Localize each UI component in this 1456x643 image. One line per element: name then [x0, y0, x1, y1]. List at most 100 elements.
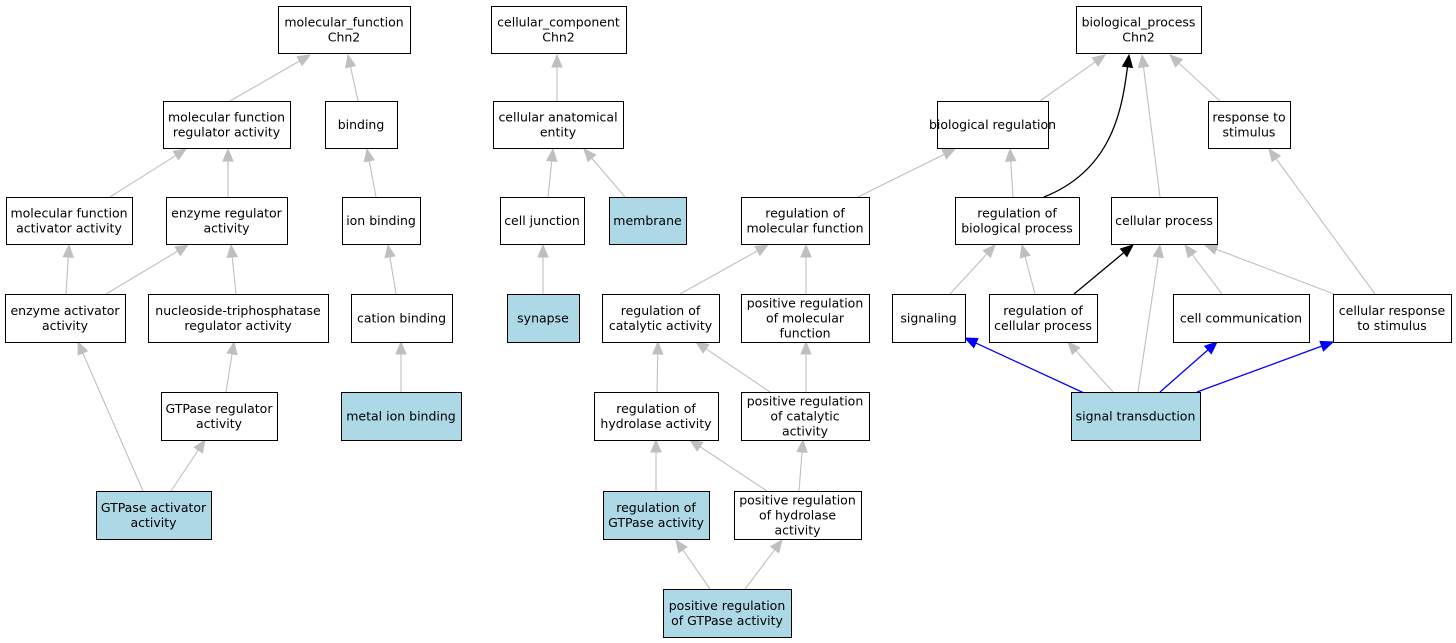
term-node-label: regulation of	[621, 303, 701, 318]
edge-arrowhead	[1203, 341, 1218, 355]
edge-line	[109, 154, 177, 198]
term-node-label: activity	[774, 523, 821, 538]
term-node-sig-trans[interactable]: signal transduction	[1071, 392, 1201, 441]
edge-line	[225, 353, 233, 393]
edge-arrowhead	[384, 243, 396, 259]
term-node-label: molecular function	[746, 221, 863, 236]
term-node-synapse[interactable]: synapse	[507, 294, 580, 343]
term-node-cation-binding[interactable]: cation binding	[351, 294, 453, 343]
term-node-label: activity	[130, 515, 177, 530]
edge-line	[65, 256, 69, 295]
edge-pos-reg-gtpase-to-reg-gtpase	[675, 538, 711, 590]
edge-line	[591, 157, 626, 198]
edge-line	[1275, 158, 1376, 295]
edge-arrowhead	[941, 148, 957, 160]
edge-arrowhead	[1067, 341, 1081, 356]
edge-arrowhead	[1169, 54, 1184, 68]
edge-bio-reg-to-bp-root	[1039, 54, 1107, 102]
term-node-box	[603, 491, 710, 540]
edge-arrowhead	[222, 147, 234, 162]
edge-arrowhead	[583, 148, 597, 163]
term-node-box	[955, 197, 1080, 245]
term-node-ion-binding[interactable]: ion binding	[342, 197, 421, 245]
edge-signaling-to-reg-bio-proc	[949, 244, 996, 295]
term-node-box	[892, 294, 966, 343]
term-node-metal-ion[interactable]: metal ion binding	[341, 392, 462, 441]
term-node-label: Chn2	[1122, 30, 1155, 45]
edge-line	[744, 549, 776, 590]
term-node-membrane[interactable]: membrane	[609, 197, 687, 245]
edge-enz-act-to-mf-act-act	[62, 243, 74, 295]
term-node-label: signaling	[900, 311, 956, 326]
term-node-label: GTPase regulator	[166, 401, 274, 416]
term-node-cell-comm[interactable]: cell communication	[1173, 294, 1310, 343]
term-node-signaling[interactable]: signaling	[892, 294, 966, 343]
term-node-cell-proc[interactable]: cellular process	[1111, 197, 1218, 245]
term-node-box	[507, 294, 580, 343]
edge-arrowhead	[1319, 340, 1335, 352]
term-node-label: regulator activity	[184, 318, 292, 333]
term-node-label: enzyme activator	[10, 303, 120, 318]
term-node-bio-reg[interactable]: biological regulation	[929, 101, 1056, 149]
term-node-box	[161, 392, 278, 441]
term-node-cell-junction[interactable]: cell junction	[500, 197, 585, 245]
term-node-label: positive regulation	[739, 493, 856, 508]
edge-arrowhead	[675, 538, 688, 554]
term-node-binding[interactable]: binding	[325, 101, 398, 149]
edge-enz-reg-to-mf-reg-act	[222, 147, 234, 197]
edge-arrowhead	[1091, 54, 1107, 67]
edge-arrowhead	[172, 148, 188, 161]
edge-line	[1216, 248, 1335, 295]
edge-line	[547, 160, 553, 198]
edge-gtpase-act-act-to-enz-act	[77, 340, 144, 492]
term-node-box	[594, 392, 719, 441]
edge-arrowhead	[1019, 243, 1031, 259]
term-node-label: of molecular	[766, 311, 845, 326]
edge-line	[1196, 345, 1322, 393]
term-node-label: membrane	[613, 213, 682, 228]
edge-reg-cell-proc-to-reg-bio-proc	[1019, 243, 1036, 295]
edge-pos-reg-cat-to-pos-reg-mol-func	[800, 340, 812, 392]
edge-line	[656, 353, 659, 393]
edge-pos-reg-cat-to-reg-cat-act	[694, 341, 771, 393]
term-node-box	[602, 294, 720, 343]
term-node-box	[96, 491, 212, 540]
term-node-label: signal transduction	[1076, 409, 1196, 424]
edge-line	[682, 549, 711, 590]
edge-line	[389, 256, 397, 295]
edge-cell-proc-to-bp-root	[1137, 53, 1161, 198]
edge-arrowhead	[62, 243, 74, 258]
term-node-box	[663, 589, 792, 638]
edge-mf-reg-act-to-mf-root	[229, 54, 312, 102]
term-node-label: regulation of	[765, 206, 845, 221]
term-node-label: stimulus	[1223, 125, 1276, 140]
edge-resp-stim-to-bp-root	[1169, 54, 1221, 102]
edge-line	[1043, 66, 1129, 198]
edge-line	[82, 352, 144, 492]
edge-arrowhead	[694, 341, 710, 354]
